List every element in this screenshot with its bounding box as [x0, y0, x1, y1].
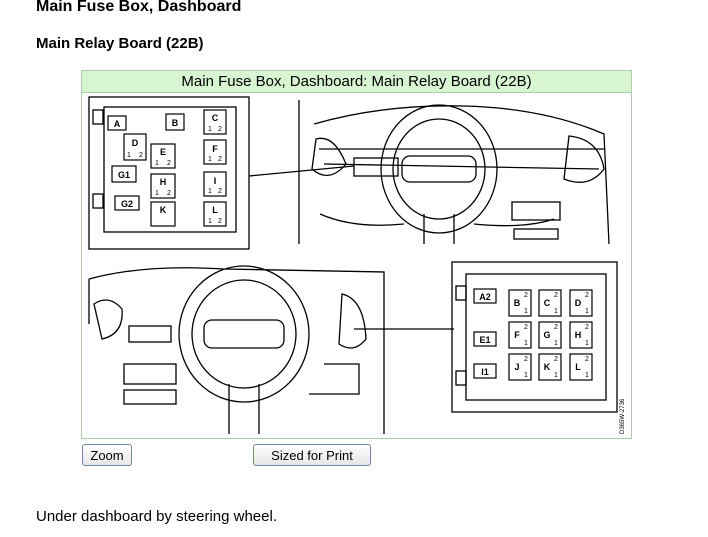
- bottom-relay-plate: [465, 273, 607, 401]
- bottom-relay-label: A2: [479, 292, 491, 302]
- top-relay-label: D: [132, 138, 139, 148]
- top-relay-label: F: [212, 144, 218, 154]
- bottom-relay-label: C: [544, 298, 551, 308]
- terminal-number: 2: [524, 356, 528, 363]
- bottom-relay-panel: [451, 261, 618, 413]
- top-relay-label: H: [160, 177, 167, 187]
- bottom-relay-label: I1: [481, 367, 489, 377]
- top-relay-plate: [103, 106, 237, 233]
- terminal-number: 2: [585, 356, 589, 363]
- sized-for-print-button[interactable]: Sized for Print: [253, 444, 371, 466]
- relay-board-diagram[interactable]: A B C D E F G1 H I G2 K L 1 2 1 2 1 2 1 …: [84, 94, 629, 438]
- terminal-number: 1: [155, 160, 159, 167]
- terminal-number: 1: [554, 308, 558, 315]
- terminal-number: 1: [585, 340, 589, 347]
- terminal-number: 1: [524, 308, 528, 315]
- page-title: Main Fuse Box, Dashboard: [36, 0, 242, 15]
- terminal-number: 1: [585, 308, 589, 315]
- terminal-number: 1: [127, 152, 131, 159]
- terminal-number: 2: [218, 218, 222, 225]
- terminal-number: 2: [218, 188, 222, 195]
- bottom-relay-label: H: [575, 330, 582, 340]
- terminal-number: 2: [524, 324, 528, 331]
- bottom-relay-label: L: [575, 362, 581, 372]
- top-relay-label: G1: [118, 170, 130, 180]
- bottom-relay-label: G: [543, 330, 550, 340]
- top-relay-label: E: [160, 147, 166, 157]
- top-relay-label: I: [214, 176, 217, 186]
- top-relay-panel: [88, 96, 250, 250]
- terminal-number: 2: [585, 324, 589, 331]
- terminal-number: 1: [155, 190, 159, 197]
- terminal-number: 2: [554, 324, 558, 331]
- drawing-code: D365W-2736: [620, 398, 626, 434]
- terminal-number: 2: [585, 292, 589, 299]
- bottom-relay-label: D: [575, 298, 582, 308]
- terminal-number: 2: [218, 156, 222, 163]
- top-relay-label: L: [212, 205, 218, 215]
- terminal-number: 1: [208, 218, 212, 225]
- top-dash-outline: [298, 100, 610, 245]
- bottom-steering-wheel: [178, 265, 310, 403]
- terminal-number: 1: [208, 156, 212, 163]
- terminal-number: 1: [524, 372, 528, 379]
- figure-caption: Main Fuse Box, Dashboard: Main Relay Boa…: [82, 71, 631, 93]
- bottom-relay-label: B: [514, 298, 521, 308]
- bottom-relay-label: J: [514, 362, 519, 372]
- terminal-number: 1: [554, 340, 558, 347]
- terminal-number: 1: [585, 372, 589, 379]
- top-relay-label: B: [172, 118, 179, 128]
- terminal-number: 1: [208, 126, 212, 133]
- terminal-number: 1: [554, 372, 558, 379]
- terminal-number: 2: [167, 160, 171, 167]
- top-relay-label: G2: [121, 199, 133, 209]
- page-subtitle: Main Relay Board (22B): [36, 35, 204, 52]
- terminal-number: 1: [524, 340, 528, 347]
- bottom-relay-label: K: [544, 362, 551, 372]
- terminal-number: 2: [167, 190, 171, 197]
- terminal-number: 2: [554, 292, 558, 299]
- terminal-number: 1: [208, 188, 212, 195]
- bottom-relay-label: E1: [479, 335, 490, 345]
- bottom-dash-outline: [88, 267, 385, 434]
- bottom-relay-label: F: [514, 330, 520, 340]
- top-relay-label: K: [160, 205, 167, 215]
- top-steering-wheel: [380, 104, 498, 234]
- zoom-button[interactable]: Zoom: [82, 444, 132, 466]
- terminal-number: 2: [218, 126, 222, 133]
- terminal-number: 2: [524, 292, 528, 299]
- terminal-number: 2: [139, 152, 143, 159]
- top-relay-label: A: [114, 119, 121, 129]
- diagram-figure: Main Fuse Box, Dashboard: Main Relay Boa…: [81, 70, 632, 439]
- location-description: Under dashboard by steering wheel.: [36, 508, 277, 525]
- terminal-number: 2: [554, 356, 558, 363]
- top-relay-label: C: [212, 113, 219, 123]
